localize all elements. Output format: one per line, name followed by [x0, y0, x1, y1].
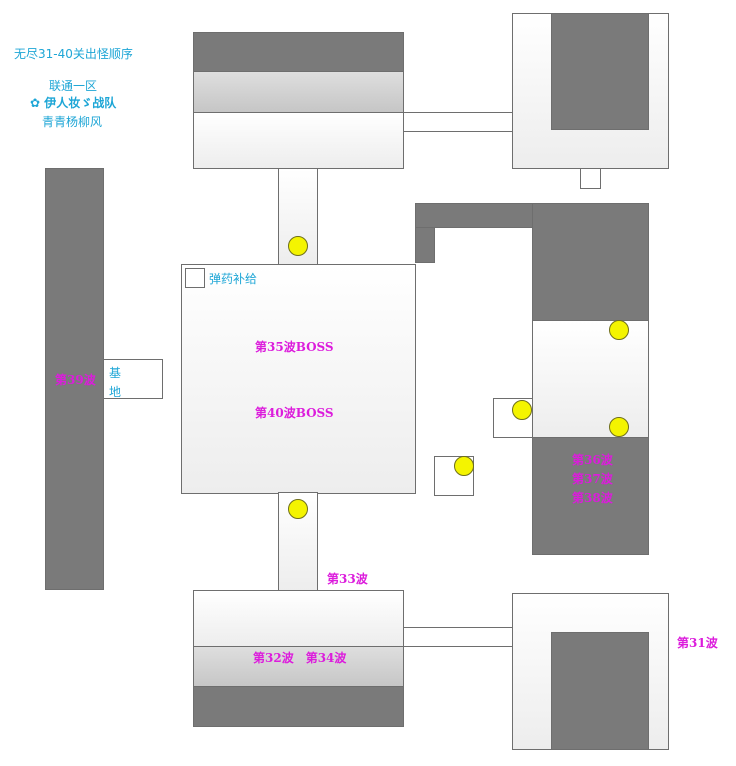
wave-38-label: 第38波 — [572, 491, 613, 505]
top-right-room-inner — [551, 13, 649, 130]
bottom-corridor — [403, 627, 513, 647]
central-room — [181, 264, 416, 494]
base-label-line2: 地 — [109, 385, 122, 399]
team-name: ✿ 伊人妆ゞ战队 — [30, 96, 117, 110]
top-room-dark-band — [193, 32, 404, 72]
map-title: 无尽31-40关出怪顺序 — [14, 47, 133, 61]
spawn-marker-lower-corridor — [288, 499, 308, 519]
wave-36-38-labels: 第36波 第37波 第38波 — [572, 451, 613, 508]
author-name: 青青杨柳风 — [42, 115, 103, 129]
server-name: 联通一区 — [49, 79, 98, 93]
right-top-beam-stub — [415, 227, 435, 263]
wave-32-34-label: 第32波 第34波 — [253, 651, 347, 665]
top-room-light-band — [193, 112, 404, 169]
spawn-marker-right-top — [609, 320, 629, 340]
wave-40-boss-label: 第40波BOSS — [255, 406, 334, 420]
ammo-supply-label: 弹药补给 — [209, 272, 258, 286]
left-column-room — [45, 168, 104, 590]
wave-33-label: 第33波 — [327, 572, 368, 586]
spawn-marker-right-bottom — [609, 417, 629, 437]
bottom-room-gray-band — [193, 646, 404, 688]
top-right-room-door — [580, 168, 601, 189]
right-room-lower-dark — [532, 437, 649, 555]
wave-37-label: 第37波 — [572, 472, 613, 486]
wave-35-boss-label: 第35波BOSS — [255, 340, 334, 354]
spawn-marker-small-box-right — [512, 400, 532, 420]
base-label: 基 地 — [109, 364, 121, 402]
base-room — [103, 359, 163, 399]
bottom-room-light-band — [193, 590, 404, 648]
bottom-right-room-inner — [551, 632, 649, 750]
wave-31-label: 第31波 — [677, 636, 718, 650]
bottom-room-dark-band — [193, 686, 404, 727]
top-room-gray-band — [193, 71, 404, 113]
right-top-beam — [415, 203, 535, 228]
base-label-line1: 基 — [109, 366, 122, 380]
wave-39-label: 第39波 — [55, 373, 96, 387]
wave-36-label: 第36波 — [572, 453, 613, 467]
spawn-marker-small-box-center — [454, 456, 474, 476]
lower-vertical-corridor — [278, 492, 318, 592]
ammo-supply-box — [185, 268, 205, 288]
spawn-marker-upper-corridor — [288, 236, 308, 256]
right-room-middle-light — [532, 320, 649, 438]
right-room-upper-dark — [532, 203, 649, 321]
top-corridor — [403, 112, 513, 132]
